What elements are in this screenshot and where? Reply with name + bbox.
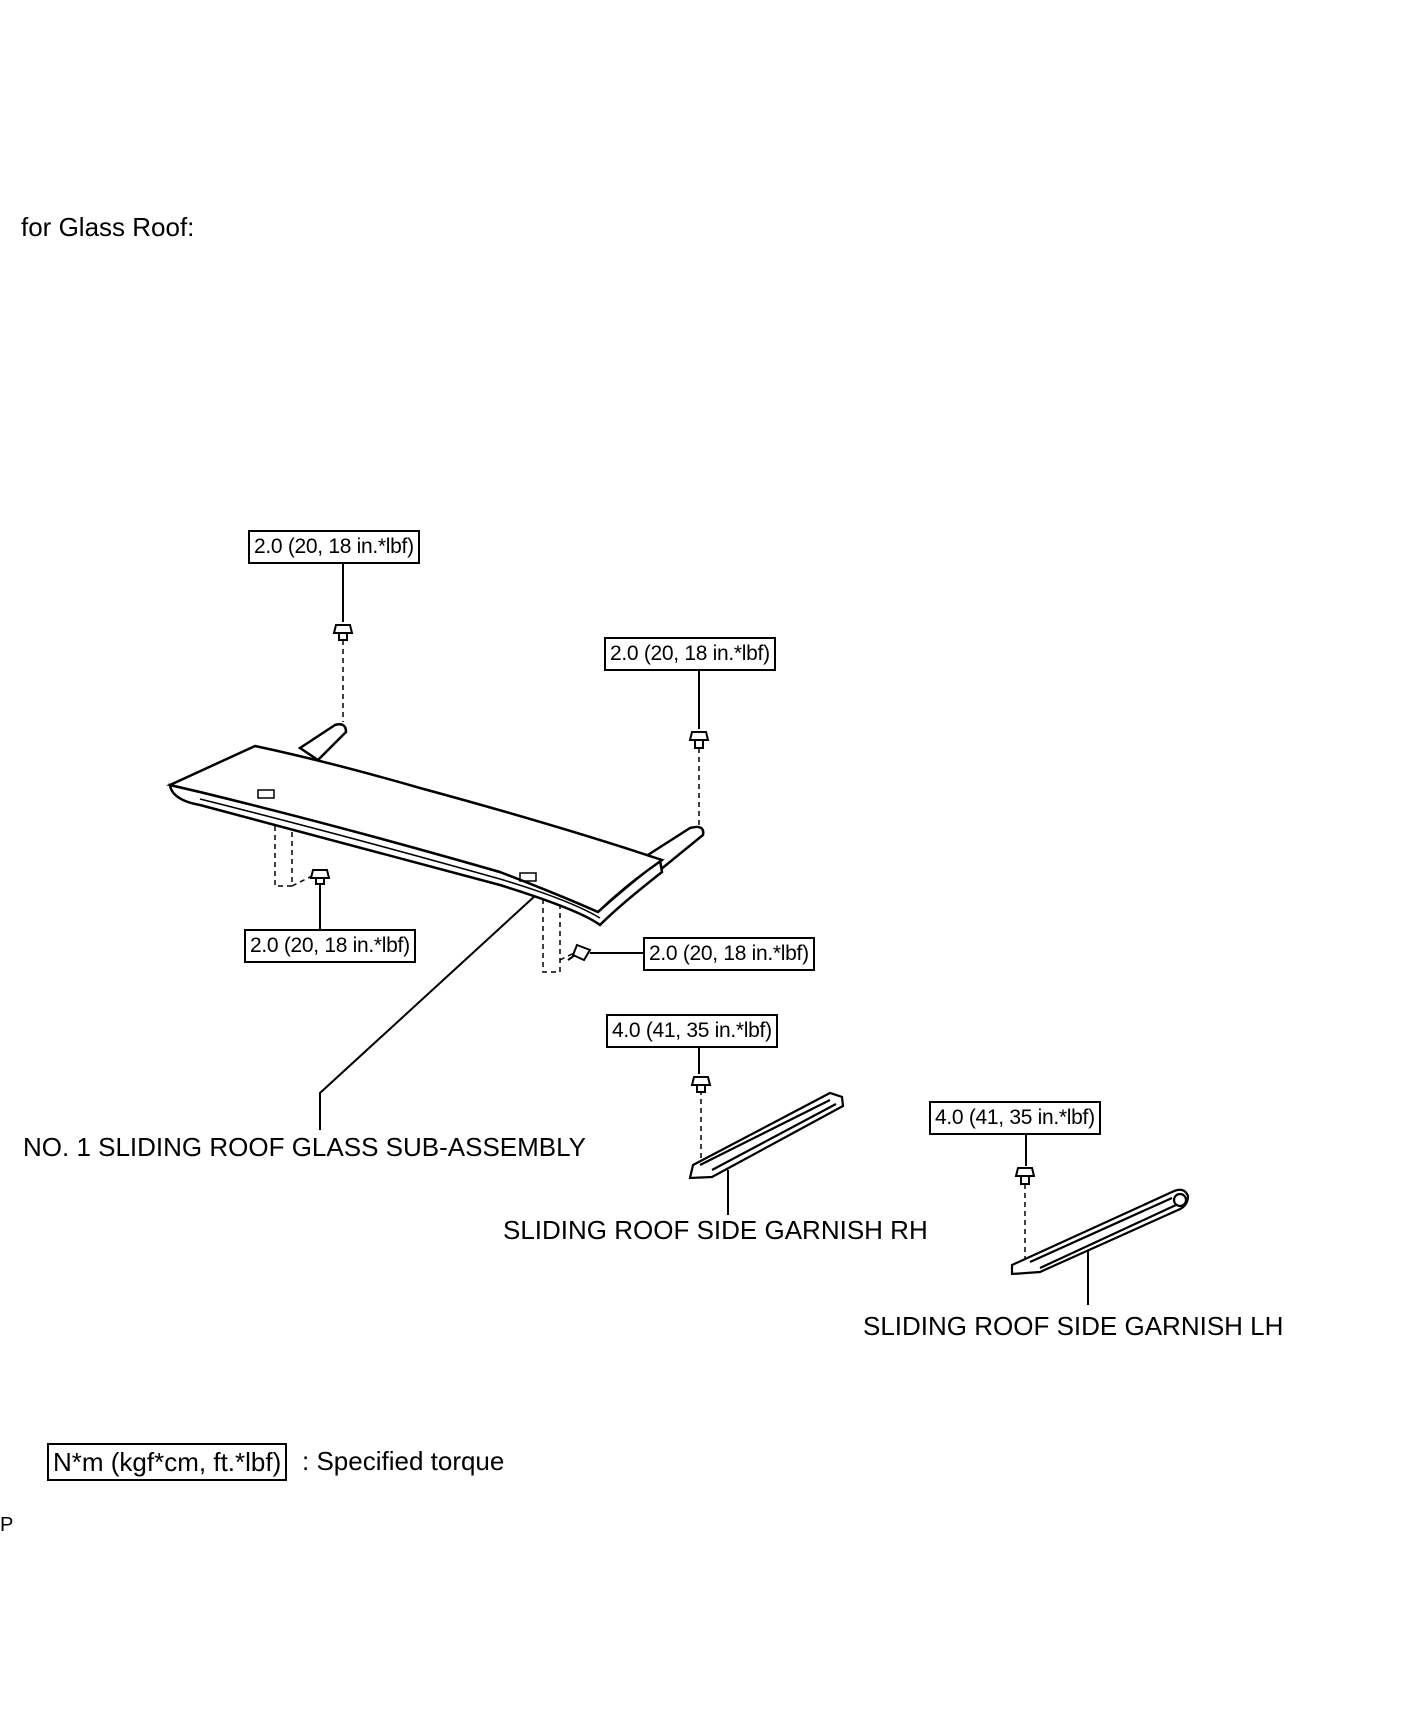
torque-label-5: 4.0 (41, 35 in.*lbf) (606, 1014, 778, 1048)
part-label-garnish-rh: SLIDING ROOF SIDE GARNISH RH (503, 1215, 928, 1245)
legend-unit-box: N*m (kgf*cm, ft.*lbf) (47, 1443, 288, 1481)
part-label-glass: NO. 1 SLIDING ROOF GLASS SUB-ASSEMBLY (23, 1132, 586, 1162)
torque-label-1: 2.0 (20, 18 in.*lbf) (248, 530, 420, 564)
bolt-icon-1 (332, 624, 354, 641)
footer-code: P (0, 1514, 14, 1536)
bolt-icon-4 (567, 943, 592, 962)
side-garnish-lh (1010, 1188, 1190, 1276)
torque-label-4: 2.0 (20, 18 in.*lbf) (643, 937, 815, 971)
bolt-icon-2 (688, 731, 710, 749)
legend-description: : Specified torque (302, 1446, 505, 1476)
bolt-icons (309, 624, 1036, 1185)
bolt-icon-3 (309, 869, 331, 885)
page-title: for Glass Roof: (21, 212, 195, 242)
bolt-icon-6 (1014, 1167, 1036, 1185)
side-garnish-rh (688, 1091, 845, 1180)
torque-label-3: 2.0 (20, 18 in.*lbf) (244, 929, 416, 963)
leader-line-glass (319, 894, 537, 1130)
sliding-roof-glass-panel (166, 723, 705, 927)
bolt-icon-5 (690, 1076, 712, 1093)
torque-label-6: 4.0 (41, 35 in.*lbf) (929, 1101, 1101, 1135)
torque-label-2: 2.0 (20, 18 in.*lbf) (604, 637, 776, 671)
part-label-garnish-lh: SLIDING ROOF SIDE GARNISH LH (863, 1311, 1284, 1341)
